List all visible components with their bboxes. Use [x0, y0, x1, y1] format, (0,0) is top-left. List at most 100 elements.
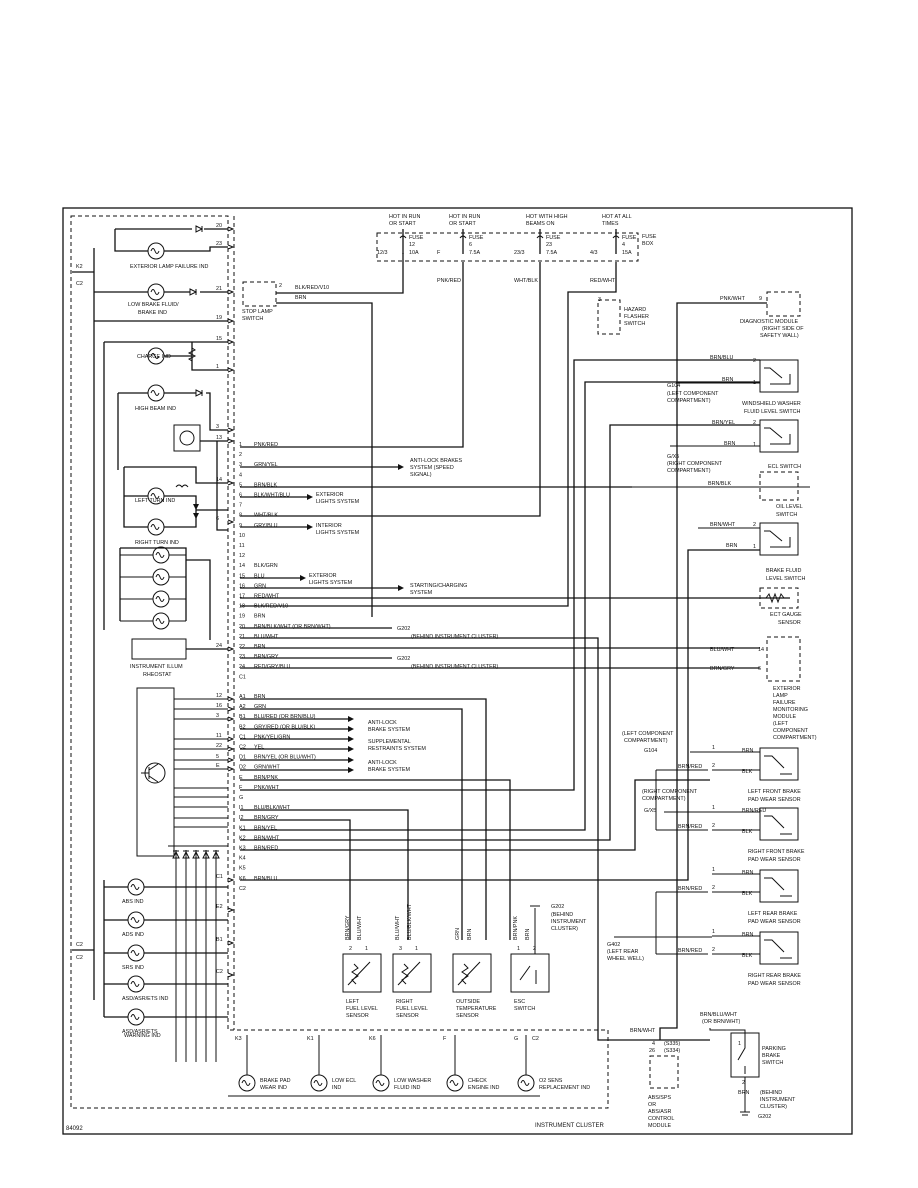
low-brake-fluid-label-2: BRAKE IND — [138, 310, 167, 316]
g402-label: G402 — [607, 942, 620, 948]
bottom-indicator-2-lamp-filament — [313, 1080, 323, 1086]
fuse-1-amperage: 7.5A — [469, 250, 480, 256]
c2-pin-5: C1 — [239, 734, 246, 740]
bottom-c2-label: C2 — [532, 1036, 539, 1042]
diode-high-beam — [195, 389, 204, 397]
bottom-indicator-2-label-2: IND — [332, 1085, 341, 1091]
diode-brake — [189, 288, 198, 296]
c1-wire-label-21: BRN — [254, 644, 265, 650]
low-brake-fluid-lamp — [147, 283, 165, 301]
hazard-label-1: HAZARD — [624, 307, 646, 313]
cluster-pin-arrow-12 — [227, 696, 235, 702]
stop-lamp-label: STOP LAMP — [242, 309, 273, 315]
diag-wire — [659, 302, 767, 1040]
connector-c2-left-label: C2 — [76, 281, 83, 287]
abs-speed-ref-1: ANTI-LOCK BRAKES — [410, 458, 463, 464]
brake-fluid-wire-2: BRN — [726, 543, 737, 549]
pad-sensor-4-box — [759, 931, 799, 965]
gx5b-note-1: (RIGHT COMPONENT — [642, 789, 698, 795]
pad-1-pin-2: 2 — [712, 763, 715, 769]
c1-pin-9: 9 — [239, 523, 242, 529]
c2-wire-label-6: YEL — [254, 745, 264, 751]
illumination-bus — [119, 547, 211, 640]
ect-label-1: ECT GAUGE — [770, 612, 802, 618]
diag-wire-label: PNK/WHT — [720, 296, 746, 302]
connector-c2-lower-label: C2 — [76, 942, 83, 948]
c2-wire-label-7: BRN/YEL (OR BLU/WHT) — [254, 755, 316, 761]
c2-wire-label-2: GRN — [254, 704, 266, 710]
washer-ground-note-1: (LEFT COMPONENT — [667, 391, 719, 397]
parking-brake-label-1: PARKING — [762, 1046, 786, 1052]
elf-label-2: LAMP — [773, 693, 788, 699]
fuse-3-feed-2: TIMES — [602, 221, 619, 227]
c1-starting-arrow — [398, 585, 404, 591]
abs-module-wire: BRN/WHT — [630, 1028, 656, 1034]
gx5b-label: G/X5 — [644, 808, 656, 814]
elf-label-8: COMPARTMENT) — [773, 735, 817, 741]
parking-brake-contacts — [737, 1040, 746, 1074]
fuse-6-wire — [240, 262, 464, 448]
stop-lamp-wire: BLK/RED/V10 — [295, 285, 329, 291]
oil-pin-2: 1 — [753, 442, 756, 448]
diode-ext-lamp — [195, 225, 204, 233]
fuse-4-wire — [240, 262, 617, 607]
turn-wires — [123, 466, 228, 528]
abs-module-pin-2: 26 — [649, 1048, 655, 1054]
fuse-2-element — [536, 235, 544, 239]
fuse-1-number: 6 — [469, 242, 472, 248]
illumination-lamp-1-filament — [155, 552, 165, 558]
c2-wire-label-13: BRN/GRY — [254, 815, 279, 821]
interior-ref-1: INTERIOR — [316, 523, 342, 529]
c2-wire-label-10: PNK/WHT — [254, 785, 280, 791]
parking-brake-label-2: BRAKE — [762, 1053, 781, 1059]
sensor-1-label-3: SENSOR — [346, 1013, 369, 1019]
fuse-0-position: 12/3 — [377, 250, 388, 256]
sensor-1-pin-1: 2 — [349, 946, 352, 952]
parking-brake-wire-top-2: (OR BRN/WHT) — [702, 1019, 741, 1025]
g104b-note-2: COMPARTMENT) — [624, 738, 668, 744]
washer-label-2: FLUID LEVEL SWITCH — [744, 409, 801, 415]
c2-pin-3: B1 — [239, 714, 246, 720]
bottom-indicator-1-label-1: BRAKE PAD — [260, 1078, 291, 1084]
turn-coil — [175, 484, 189, 488]
left-bottom-lamp-3-filament — [130, 950, 140, 956]
ext-lights2-ref-2: LIGHTS SYSTEM — [309, 580, 353, 586]
c2-srs-wires — [240, 738, 348, 750]
c2-pin-10: F — [239, 785, 243, 791]
pad-sensor-3-box — [759, 869, 799, 903]
pad-sensor-3-contacts — [764, 877, 792, 897]
ext-lamp-wires — [114, 228, 228, 252]
high-beam-transistor — [179, 430, 195, 446]
c1-pin-16: 17 — [239, 594, 245, 600]
c1-pin-21: 22 — [239, 644, 245, 650]
high-beam-lamp-filament — [150, 390, 160, 396]
stop-lamp-switch: STOP LAMP SWITCH 2 BLK/RED/V10 BRN — [242, 253, 404, 617]
cluster-pin-arrow-22 — [227, 972, 235, 978]
fuse-0-label: FUSE — [409, 235, 424, 241]
elf-label-3: FAILURE — [773, 700, 796, 706]
washer-switch-contacts — [764, 367, 791, 385]
fuse-box: FUSE BOX — [376, 232, 657, 262]
abs-module-label-5: MODULE — [648, 1123, 671, 1129]
brake-fluid-pin-1: 2 — [753, 522, 756, 528]
pad-2-wire-1: BRN/RED — [742, 808, 766, 814]
c2-wire-label-1: BRN — [254, 694, 265, 700]
c2-abs-b-arrow-1 — [348, 716, 354, 722]
bottom-indicator-2-label-1: LOW ECL — [332, 1078, 356, 1084]
pad-sensor-2-box — [759, 807, 799, 841]
c2-pin-17: K4 — [239, 856, 246, 862]
c2-abs-d-arrow-1 — [348, 757, 354, 763]
c1-parking-brake-wire — [240, 637, 710, 1041]
elf-label-5: MODULE — [773, 714, 796, 720]
fuse-box-outline — [376, 232, 639, 262]
cluster-pin-16: 22 — [216, 743, 222, 749]
c2-srs-arrow-2 — [348, 746, 354, 752]
c2-a1-wire — [240, 698, 487, 940]
left-turn-lamp-filament — [150, 493, 160, 499]
c2-pin-16: K3 — [239, 846, 246, 852]
gx5b-note-2: COMPARTMENT) — [642, 796, 686, 802]
cluster-pin-7: 3 — [216, 424, 219, 430]
fuse-23-wire — [240, 262, 541, 517]
